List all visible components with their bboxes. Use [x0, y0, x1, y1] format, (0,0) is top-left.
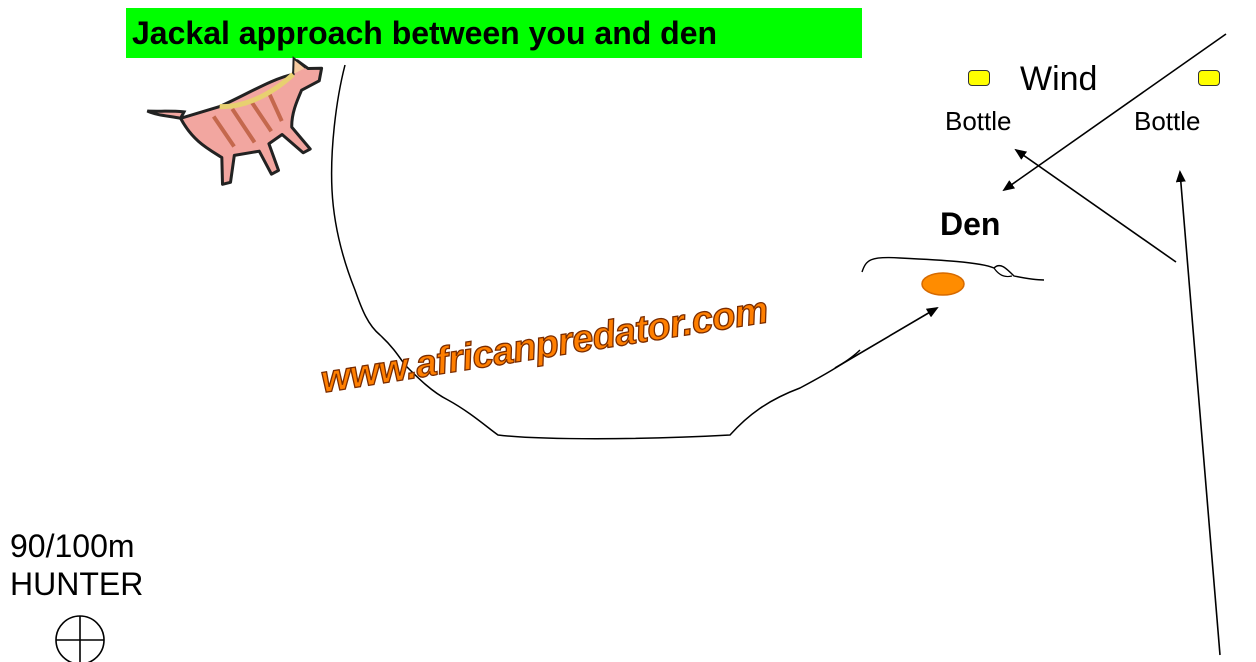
bottle-marker-icon — [1198, 70, 1220, 86]
jackal-approach-path — [330, 64, 861, 440]
den-icon — [861, 256, 1045, 296]
hunter-label: HUNTER — [10, 566, 144, 602]
move-to-bottle-right-arrow — [1175, 170, 1221, 656]
diagram-title: Jackal approach between you and den — [126, 8, 862, 58]
wind-direction-arrow — [1002, 33, 1227, 192]
wind-label: Wind — [1020, 60, 1098, 98]
distance-label: 90/100m — [10, 528, 135, 564]
den-label: Den — [940, 206, 1001, 242]
bottle-left-label: Bottle — [945, 106, 1012, 136]
bottle-marker-icon — [968, 70, 990, 86]
move-to-bottle-left-arrow — [1014, 148, 1177, 263]
approach-arrow — [834, 306, 939, 369]
jackal-icon — [146, 56, 324, 186]
crosshair-icon — [55, 615, 105, 662]
den-marker — [921, 272, 965, 296]
bottle-right-label: Bottle — [1134, 106, 1201, 136]
